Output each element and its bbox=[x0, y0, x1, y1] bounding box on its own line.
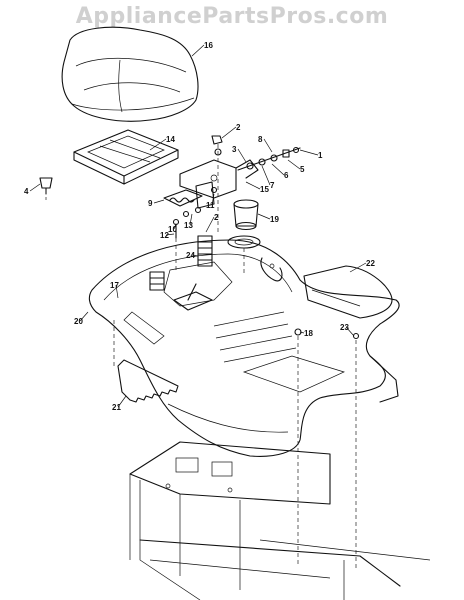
seat-mount-plate[interactable] bbox=[73, 129, 179, 185]
lever-bracket[interactable] bbox=[173, 283, 213, 311]
callout-leader bbox=[261, 165, 271, 186]
callout-16: 16 bbox=[204, 41, 213, 50]
seat-bracket[interactable] bbox=[179, 159, 259, 199]
callout-leader bbox=[211, 193, 215, 206]
bolt-hardware[interactable] bbox=[237, 146, 301, 171]
callout-12: 12 bbox=[160, 231, 169, 240]
callout-leader bbox=[79, 311, 89, 322]
callout-leader bbox=[245, 181, 261, 190]
callout-4: 4 bbox=[24, 187, 29, 196]
callout-24: 24 bbox=[186, 251, 195, 260]
frame bbox=[129, 441, 431, 600]
callout-leader bbox=[299, 331, 305, 334]
callout-leader bbox=[299, 149, 319, 156]
callout-10: 10 bbox=[168, 225, 177, 234]
callout-5: 5 bbox=[300, 165, 305, 174]
fender[interactable] bbox=[88, 239, 400, 457]
callout-13: 13 bbox=[184, 221, 193, 230]
callout-leader bbox=[271, 163, 285, 176]
callout-leader bbox=[345, 326, 355, 337]
callout-18: 18 bbox=[304, 329, 313, 338]
spring-assembly[interactable] bbox=[163, 181, 215, 209]
callout-leader bbox=[173, 223, 177, 230]
callout-leader bbox=[191, 44, 205, 57]
callout-3: 3 bbox=[232, 145, 237, 154]
callout-leader bbox=[237, 148, 247, 163]
callout-17: 17 bbox=[110, 281, 119, 290]
watermark: AppliancePartsPros.com bbox=[75, 4, 389, 29]
callout-leader bbox=[29, 183, 41, 192]
bolt-23[interactable] bbox=[352, 332, 360, 340]
callout-8: 8 bbox=[258, 135, 263, 144]
callout-leader bbox=[349, 262, 367, 273]
callout-23: 23 bbox=[340, 323, 349, 332]
callout-15: 15 bbox=[260, 185, 269, 194]
seat[interactable] bbox=[61, 26, 199, 122]
callout-leader bbox=[189, 213, 193, 226]
callout-leader bbox=[149, 138, 167, 151]
callout-leader bbox=[117, 395, 127, 408]
callout-14: 14 bbox=[166, 135, 175, 144]
callout-11: 11 bbox=[206, 201, 215, 210]
callout-7: 7 bbox=[270, 181, 275, 190]
callout-leader bbox=[257, 213, 271, 220]
callout-leader bbox=[191, 254, 199, 257]
callout-leader bbox=[205, 216, 215, 233]
shift-plate[interactable] bbox=[117, 359, 179, 403]
callout-leader bbox=[153, 199, 165, 204]
callout-1: 1 bbox=[318, 151, 323, 160]
callout-leader bbox=[263, 138, 273, 153]
callout-leader bbox=[115, 284, 119, 299]
callout-19: 19 bbox=[270, 215, 279, 224]
callout-20: 20 bbox=[74, 317, 83, 326]
callout-leader bbox=[221, 126, 237, 139]
callout-2: 2 bbox=[214, 213, 219, 222]
nut-top[interactable] bbox=[211, 135, 223, 156]
callout-6: 6 bbox=[284, 171, 289, 180]
small-hardware[interactable] bbox=[172, 186, 218, 239]
callout-22: 22 bbox=[366, 259, 375, 268]
callout-9: 9 bbox=[148, 199, 153, 208]
callout-21: 21 bbox=[112, 403, 121, 412]
callout-leader bbox=[287, 159, 301, 170]
callout-2: 2 bbox=[236, 123, 241, 132]
side-panel[interactable] bbox=[303, 265, 393, 319]
callout-leader bbox=[165, 233, 175, 236]
left-spring[interactable] bbox=[149, 271, 165, 291]
